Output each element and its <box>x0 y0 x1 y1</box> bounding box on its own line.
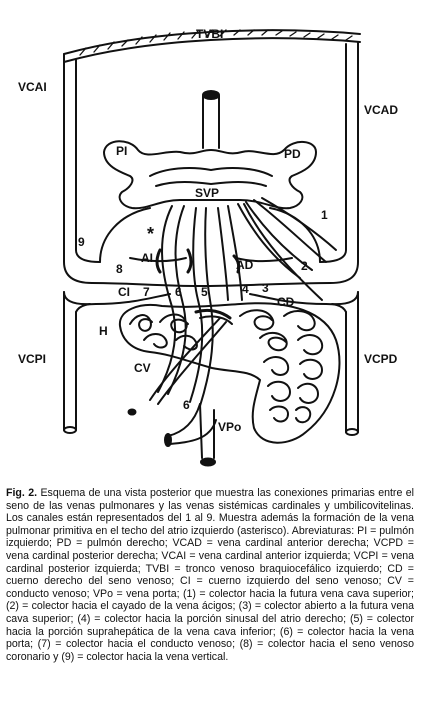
label-tvbi: TVBI <box>196 27 223 41</box>
atria-outline <box>91 207 331 305</box>
lungs-and-svp <box>103 140 317 210</box>
caption-text: Esquema de una vista posterior que muest… <box>6 487 414 663</box>
collector-channels <box>157 197 337 407</box>
label-pi: PI <box>116 144 127 158</box>
label-pd: PD <box>284 147 301 161</box>
label-vcpi: VCPI <box>18 352 46 366</box>
label-vpo: VPo <box>218 420 241 434</box>
label-channel-9: 9 <box>78 235 85 249</box>
label-channel-6-upper: 6 <box>175 285 182 299</box>
label-asterisk: * <box>147 224 154 244</box>
label-vcad: VCAD <box>364 103 398 117</box>
label-ai: AI <box>141 251 153 265</box>
tvbi-vessel <box>63 29 361 63</box>
diagram-drawing: TVBI VCAI VCAD PI PD SVP * AI AD CI CD H… <box>18 27 398 467</box>
label-ci: CI <box>118 285 130 299</box>
label-cd: CD <box>277 295 295 309</box>
label-cv: CV <box>134 361 151 375</box>
conducto-venoso <box>149 308 233 405</box>
figure-caption: Fig. 2. Esquema de una vista posterior q… <box>6 487 414 663</box>
left-cardinal-vein <box>63 53 101 434</box>
label-channel-4: 4 <box>242 282 249 296</box>
label-vcai: VCAI <box>18 80 47 94</box>
atrial-marks <box>155 248 241 274</box>
label-channel-7: 7 <box>143 285 150 299</box>
liver <box>118 302 341 444</box>
label-channel-6-lower: 6 <box>183 398 190 412</box>
label-vcpd: VCPD <box>364 352 398 366</box>
venous-connections-diagram: TVBI VCAI VCAD PI PD SVP * AI AD CI CD H… <box>18 27 398 467</box>
label-svp: SVP <box>195 186 219 200</box>
label-channel-8: 8 <box>116 262 123 276</box>
label-channel-3: 3 <box>262 281 269 295</box>
central-top-vessel <box>202 90 220 149</box>
label-channel-5: 5 <box>201 285 208 299</box>
label-ad: AD <box>236 258 254 272</box>
label-h: H <box>99 324 108 338</box>
caption-figure-label: Fig. 2. <box>6 487 38 499</box>
label-channel-2: 2 <box>301 259 308 273</box>
label-channel-1: 1 <box>321 208 328 222</box>
vena-porta <box>127 403 217 467</box>
